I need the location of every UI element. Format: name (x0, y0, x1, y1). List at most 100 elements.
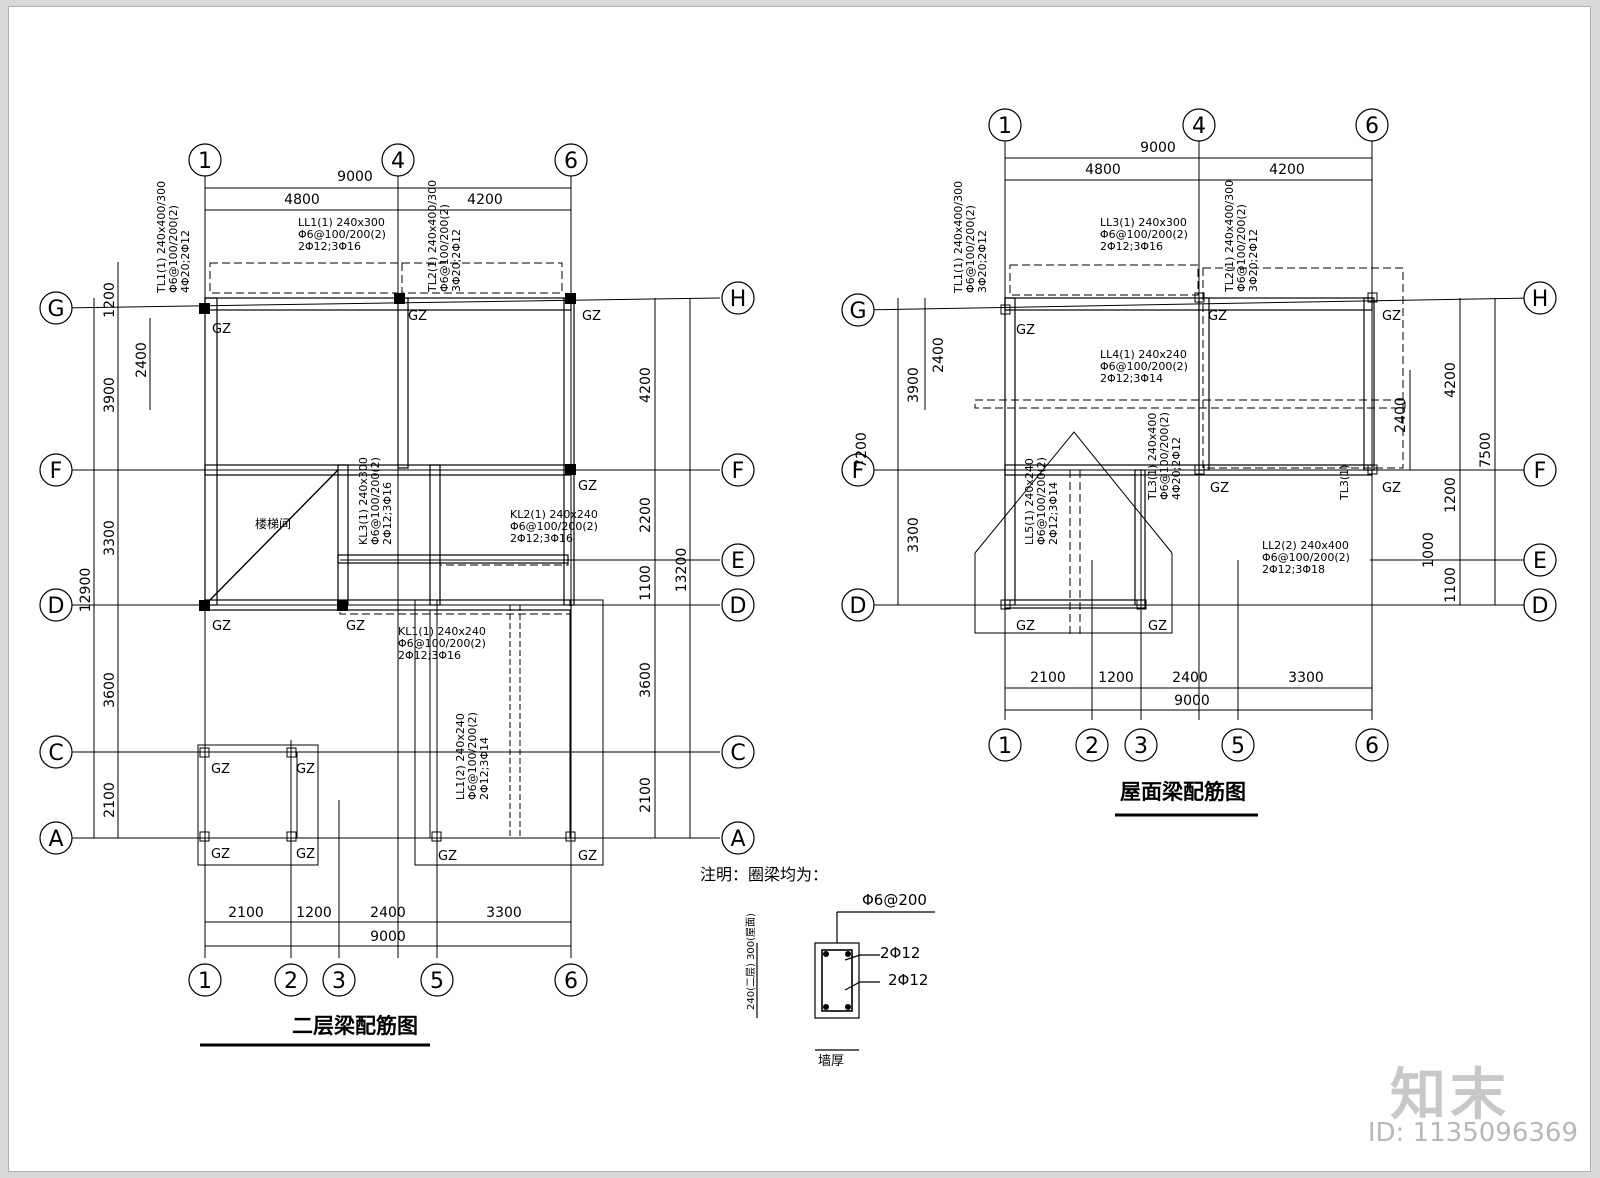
axis-right-F: F (732, 459, 745, 484)
section-bottom-bars-label: 2Φ12 (888, 971, 928, 989)
roof-axis-left-D-circle (841, 588, 875, 622)
axis-bottom-1: 1 (198, 969, 212, 994)
watermark-id: ID: 1135096369 (1367, 1118, 1578, 1148)
roof-axis-top-1-circle (988, 108, 1022, 142)
beam-label-kl3: 2Φ12;3Φ16 (381, 482, 394, 545)
roof-column-label: GZ (1210, 481, 1229, 496)
axis-right-E: E (731, 549, 745, 574)
dim-left-total: 12900 (78, 568, 94, 613)
dim-left: 3600 (102, 672, 118, 708)
roof-dim-left: 2400 (931, 337, 947, 373)
roof-axis-bottom-3-circle (1124, 728, 1158, 762)
column-label: GZ (578, 479, 597, 494)
roof-dim-bottom-part: 2100 (1030, 670, 1066, 686)
roof-axis-bottom-5-circle (1221, 728, 1255, 762)
roof-dim-top-total: 9000 (1140, 140, 1176, 156)
roof-beam-label-tl3a: TL3(1) 240x400 (1146, 413, 1159, 501)
roof-beam-label-tl1: 3Φ20;2Φ12 (976, 230, 989, 293)
ring-beam-section (756, 911, 935, 1051)
roof-axis-bottom-2: 2 (1085, 734, 1099, 759)
axis-right-D-circle (721, 588, 755, 622)
axis-left-A: A (48, 827, 63, 852)
column-label: GZ (582, 309, 601, 324)
roof-beam-label-ll3: LL3(1) 240x300 (1100, 216, 1187, 229)
roof-axis-top-6: 6 (1365, 114, 1379, 139)
roof-dim-right: 1200 (1443, 477, 1459, 513)
roof-beam-label-ll4: LL4(1) 240x240 (1100, 348, 1187, 361)
roof-beam-label-ll2: 2Φ12;3Φ18 (1262, 563, 1325, 576)
drawing-sheet (8, 6, 1591, 1172)
roof-column-label: GZ (1382, 481, 1401, 496)
roof-axis-right-F: F (1534, 459, 1547, 484)
axis-right-F-circle (721, 453, 755, 487)
beam-label-tl2: TL2(1) 240x400/300 (426, 180, 439, 293)
roof-dim-right: 7500 (1478, 432, 1494, 468)
roof-beam-label-tl2: TL2(1) 240x400/300 (1223, 180, 1236, 293)
roof-axis-bottom-3: 3 (1134, 734, 1148, 759)
column-label: GZ (408, 309, 427, 324)
plan-left-title: 二层梁配筋图 (292, 1014, 418, 1038)
dim-right: 2200 (638, 497, 654, 533)
roof-axis-top-1: 1 (998, 114, 1012, 139)
roof-dim-left: 3900 (906, 367, 922, 403)
axis-left-C-circle (39, 735, 73, 769)
axis-bottom-3-circle (322, 963, 356, 997)
beam-label-ll1: LL1(1) 240x300 (298, 216, 385, 229)
dim-right: 3600 (638, 662, 654, 698)
roof-dim-bottom-part: 2400 (1172, 670, 1208, 686)
roof-axis-top-4: 4 (1192, 114, 1206, 139)
roof-axis-right-H-circle (1523, 281, 1557, 315)
axis-bottom-2-circle (274, 963, 308, 997)
dim-right-total: 13200 (674, 548, 690, 593)
column-label: GZ (438, 849, 457, 864)
plan-roof (859, 140, 1531, 817)
axis-right-A-circle (721, 821, 755, 855)
roof-dim-bottom-part: 3300 (1288, 670, 1324, 686)
roof-dim-left: 3300 (906, 517, 922, 553)
dim-top-part: 4200 (467, 192, 503, 208)
axis-right-C: C (730, 741, 745, 766)
roof-axis-left-D: D (850, 594, 867, 619)
axis-top-4: 4 (391, 149, 405, 174)
axis-right-H: H (730, 287, 747, 312)
dim-right: 2100 (638, 777, 654, 813)
axis-bottom-5: 5 (430, 969, 444, 994)
axis-left-F: F (50, 459, 63, 484)
roof-beam-label-tl2: 3Φ20;2Φ12 (1247, 229, 1260, 292)
axis-right-D: D (730, 594, 747, 619)
dim-left: 3900 (102, 377, 118, 413)
beam-label-ll2: Φ6@100/200(2) (466, 712, 479, 800)
axis-left-C: C (48, 741, 63, 766)
roof-beam-label-ll3: 2Φ12;3Φ16 (1100, 240, 1163, 253)
dim-right: 4200 (638, 367, 654, 403)
axis-bottom-6-circle (554, 963, 588, 997)
axis-top-1: 1 (198, 149, 212, 174)
roof-beam-label-tl1: Φ6@100/200(2) (964, 205, 977, 293)
plan-second-floor (59, 172, 721, 1047)
section-height-label: 240(二层) 300(屋面) (745, 913, 757, 1010)
roof-dim-right: 1000 (1421, 532, 1437, 568)
axis-bottom-3: 3 (332, 969, 346, 994)
column-label: GZ (296, 762, 315, 777)
dim-bottom-part: 3300 (486, 905, 522, 921)
axis-left-G: G (47, 297, 64, 322)
roof-beam-label-ll5: LL5(1) 240x240 (1023, 458, 1036, 545)
roof-column-label: GZ (1148, 619, 1167, 634)
section-stirrup-label: Φ6@200 (862, 891, 927, 909)
roof-axis-left-F-circle (841, 453, 875, 487)
roof-dim-right: 1100 (1443, 567, 1459, 603)
roof-beam-label-ll4: 2Φ12;3Φ14 (1100, 372, 1163, 385)
beam-label-ll1: 2Φ12;3Φ16 (298, 240, 361, 253)
dim-bottom-part: 1200 (296, 905, 332, 921)
roof-dim-right: 4200 (1443, 362, 1459, 398)
roof-axis-bottom-1-circle (988, 728, 1022, 762)
roof-axis-top-6-circle (1355, 108, 1389, 142)
roof-beam-label-tl2: Φ6@100/200(2) (1235, 204, 1248, 292)
roof-axis-bottom-2-circle (1075, 728, 1109, 762)
axis-right-A: A (730, 827, 745, 852)
roof-axis-right-E-circle (1523, 543, 1557, 577)
roof-beam-label-ll2: LL2(2) 240x400 (1262, 539, 1349, 552)
roof-axis-bottom-6: 6 (1365, 734, 1379, 759)
